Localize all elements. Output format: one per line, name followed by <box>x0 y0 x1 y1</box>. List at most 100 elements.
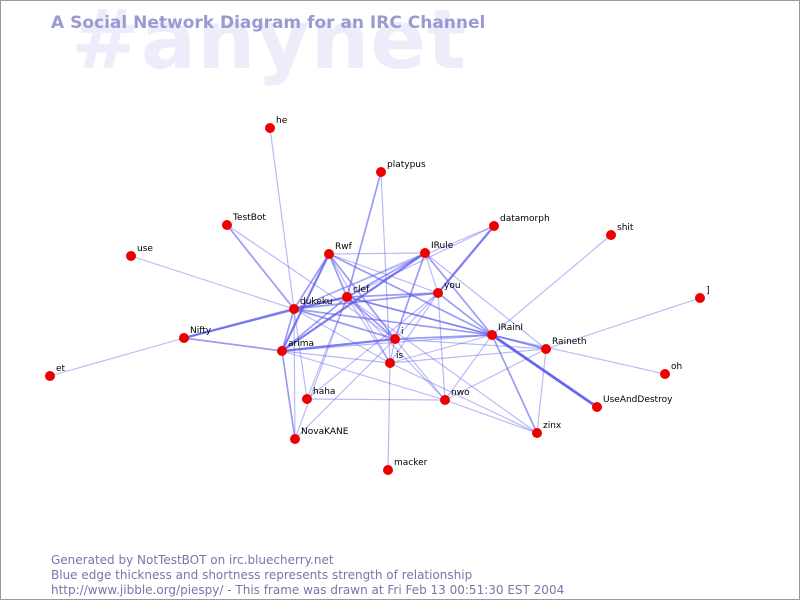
footer-legend-note: Blue edge thickness and shortness repres… <box>51 568 473 582</box>
edge-Rwf-dukeku <box>293 253 330 310</box>
edge-dukeku-NovaKANE <box>293 308 296 440</box>
edge-Rwf-IRule <box>328 252 426 255</box>
node-label-macker: macker <box>394 458 428 468</box>
footer-generated-by: Generated by NotTestBOT on irc.bluecherr… <box>51 553 334 567</box>
node-dot-haha <box>302 394 312 404</box>
node-dot-oh <box>660 369 670 379</box>
edge-you-IRainI <box>437 292 493 336</box>
edge-nwo-haha <box>306 398 446 401</box>
edge-clef-haha <box>306 296 348 400</box>
edge-clef-dukeku <box>293 295 348 311</box>
node-is: is <box>385 351 404 368</box>
edge-you-is <box>389 292 439 364</box>
edge-you-clef <box>346 292 439 298</box>
edge-i-NovaKANE <box>294 338 396 440</box>
edge-IRule-clef <box>346 252 426 298</box>
node-label-you: you <box>444 281 461 291</box>
edge-IRule-dukeku <box>293 252 426 310</box>
edge-clef-nwo <box>346 296 446 401</box>
edge-use-dukeku <box>130 255 295 310</box>
node-label-arima: arima <box>288 339 314 349</box>
node-IRule: IRule <box>420 241 454 258</box>
edge-Raineth-zinx <box>536 348 547 434</box>
node-dot-dukeku <box>289 304 299 314</box>
node-UseAndDestroy: UseAndDestroy <box>592 395 673 412</box>
edge-i-nwo <box>394 338 446 401</box>
edge-IRainI-zinx <box>491 334 538 434</box>
node-label-nwo: nwo <box>451 388 470 398</box>
edge-clef-is <box>346 296 391 364</box>
edge-datamorph-you <box>437 225 495 294</box>
node-label-use: use <box>137 244 153 254</box>
edge-datamorph-clef <box>346 225 495 298</box>
node-dot-rbracket <box>695 293 705 303</box>
node-dot-IRainI <box>487 330 497 340</box>
node-oh: oh <box>660 362 682 379</box>
node-dot-he <box>265 123 275 133</box>
edge-IRule-Raineth <box>424 252 547 350</box>
edge-et-Nifty <box>49 337 185 377</box>
node-TestBot: TestBot <box>222 213 266 230</box>
node-dot-platypus <box>376 167 386 177</box>
edge-oh-IRainI <box>491 334 666 375</box>
node-label-et: et <box>56 364 66 374</box>
node-dot-et <box>45 371 55 381</box>
edge-nwo-zinx <box>444 399 538 434</box>
edge-arima-i <box>281 337 396 353</box>
node-dot-use <box>126 251 136 261</box>
node-dot-clef <box>342 292 352 302</box>
edge-rbracket-Raineth <box>545 297 701 350</box>
edge-IRainI-Raineth <box>491 334 547 350</box>
node-Nifty: Nifty <box>179 326 212 343</box>
edge-clef-IRainI <box>346 296 493 336</box>
node-dot-Raineth <box>541 344 551 354</box>
edge-you-dukeku <box>293 292 439 310</box>
node-et: et <box>45 364 66 381</box>
node-dot-TestBot <box>222 220 232 230</box>
edge-IRule-IRainI <box>424 252 493 336</box>
edge-is-Raineth <box>389 348 547 364</box>
edge-arima-NovaKANE <box>281 350 296 440</box>
node-label-he: he <box>276 116 288 126</box>
edge-layer <box>49 127 701 471</box>
node-dot-macker <box>383 465 393 475</box>
edge-clef-zinx <box>346 296 538 434</box>
edge-i-IRainI <box>394 334 493 340</box>
node-dot-UseAndDestroy <box>592 402 602 412</box>
node-use: use <box>126 244 153 261</box>
node-he: he <box>265 116 288 133</box>
node-dot-is <box>385 358 395 368</box>
node-dot-shit <box>606 230 616 240</box>
node-label-IRule: IRule <box>431 241 454 251</box>
node-label-IRainI: IRainI <box>498 323 523 333</box>
node-macker: macker <box>383 458 428 475</box>
edge-clef-arima <box>281 296 348 352</box>
node-dot-nwo <box>440 395 450 405</box>
node-label-Nifty: Nifty <box>190 326 212 336</box>
node-dot-Rwf <box>324 249 334 259</box>
node-NovaKANE: NovaKANE <box>290 427 349 444</box>
edge-IRainI-nwo <box>444 334 493 401</box>
edge-arima-nwo <box>281 350 446 401</box>
edge-clef-i <box>346 296 396 340</box>
edge-is-IRainI <box>389 334 493 364</box>
node-label-oh: oh <box>671 362 682 372</box>
node-Rwf: Rwf <box>324 242 353 259</box>
node-label-Rwf: Rwf <box>335 242 353 252</box>
edge-Rwf-arima <box>280 253 331 352</box>
node-rbracket: ] <box>695 286 710 303</box>
edge-Nifty-arima <box>183 337 283 352</box>
node-label-TestBot: TestBot <box>232 213 266 223</box>
channel-watermark: #anynet <box>71 0 468 88</box>
node-datamorph: datamorph <box>489 214 550 231</box>
node-arima: arima <box>277 339 314 356</box>
diagram-title: A Social Network Diagram for an IRC Chan… <box>51 13 486 33</box>
edge-dukeku-IRainI <box>293 308 493 336</box>
footer: Generated by NotTestBOT on irc.bluecherr… <box>51 553 564 598</box>
edge-Rwf-clef <box>328 253 348 298</box>
edge-dukeku-haha <box>293 308 308 400</box>
node-dot-Nifty <box>179 333 189 343</box>
edge-datamorph-dukeku <box>293 225 495 310</box>
